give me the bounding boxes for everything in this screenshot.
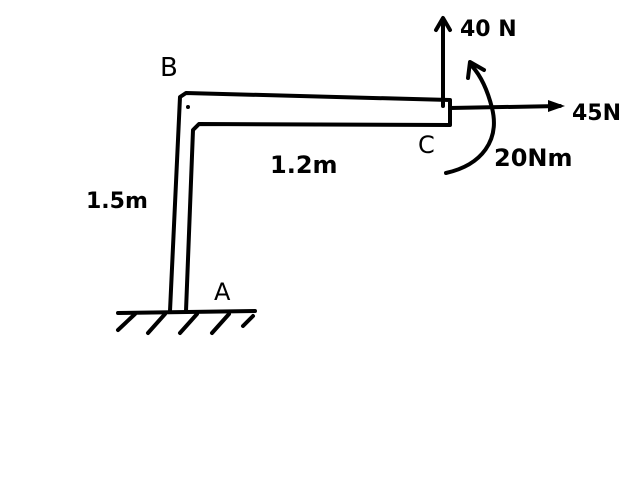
- frame-outline: [168, 91, 452, 313]
- point-label-a: A: [214, 278, 231, 306]
- dimension-horizontal-label: 1.2m: [270, 151, 338, 179]
- corner-b-marker: [186, 105, 190, 109]
- moment-label: 20Nm: [494, 144, 573, 172]
- arrow-up-icon: [434, 16, 452, 108]
- curved-arrow-ccw-icon: [444, 60, 496, 175]
- point-label-c: C: [418, 131, 435, 159]
- dimension-vertical-label: 1.5m: [86, 189, 148, 214]
- force-vertical-label: 40 N: [460, 17, 517, 42]
- force-horizontal-label: 45N: [572, 101, 621, 126]
- arrow-right-icon: [448, 100, 565, 112]
- frame-member: [168, 91, 452, 313]
- point-label-b: B: [160, 53, 178, 83]
- fixed-support-icon: [116, 309, 257, 335]
